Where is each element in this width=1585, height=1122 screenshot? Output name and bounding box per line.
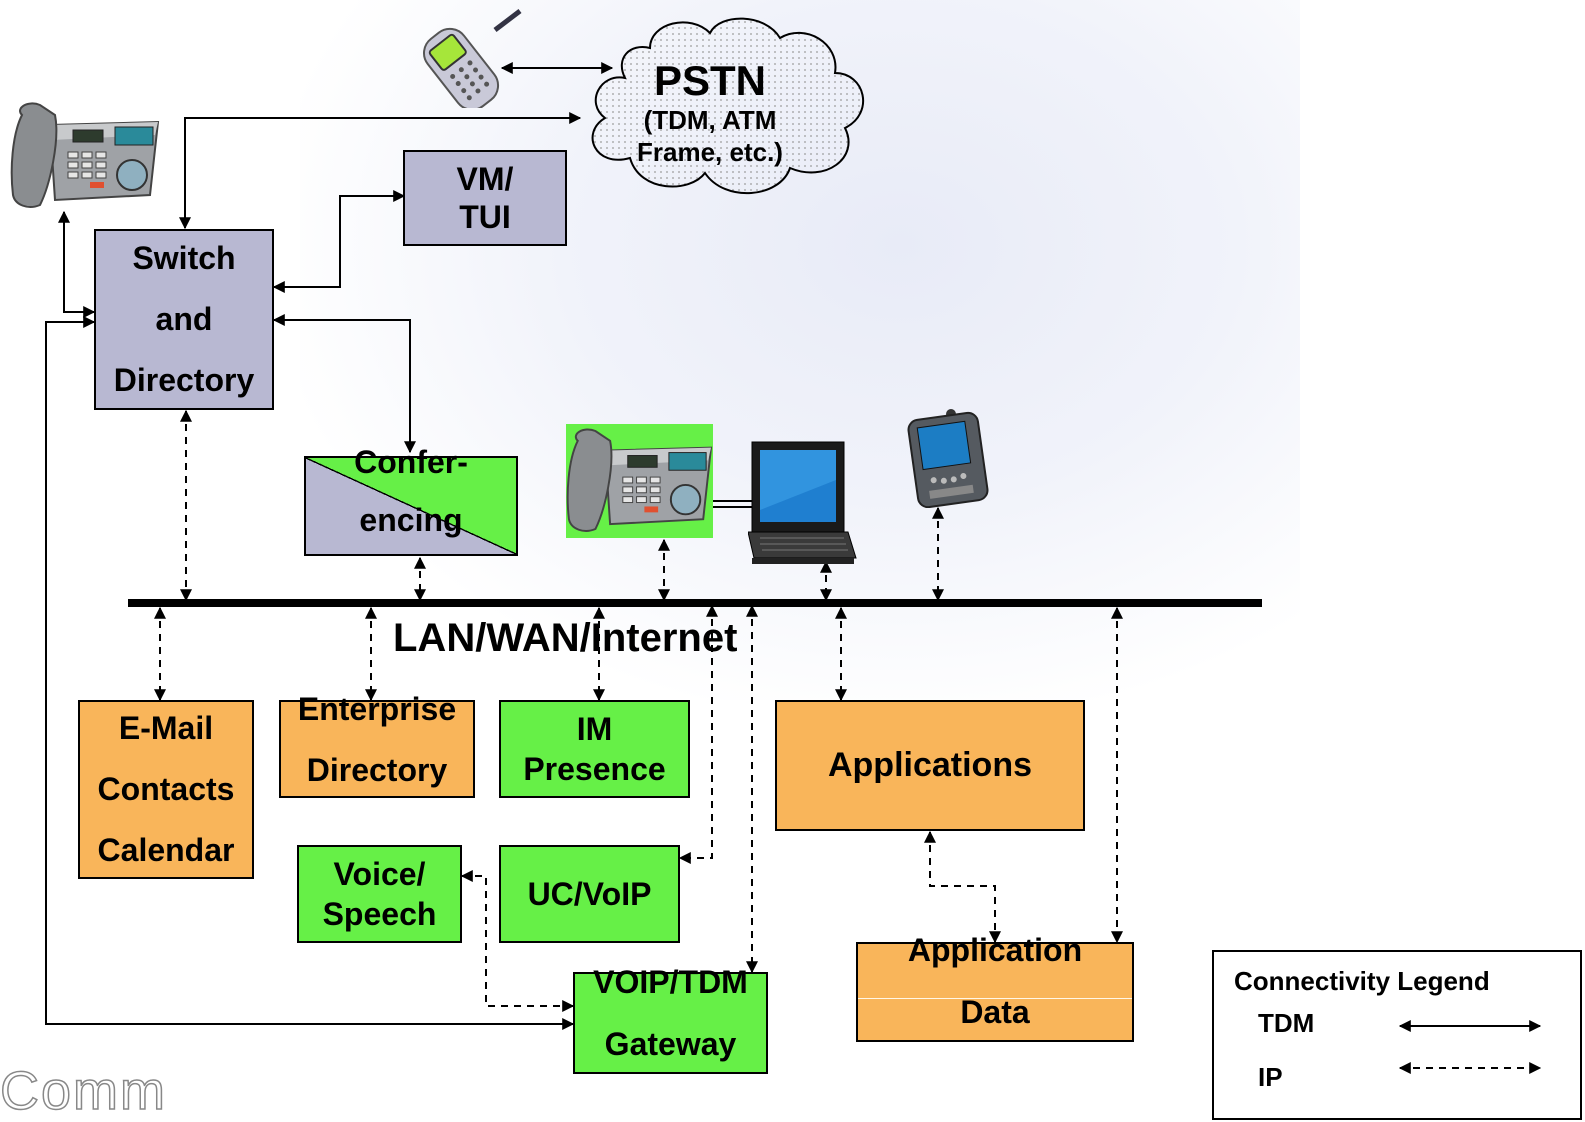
switch-line2: and (155, 301, 213, 337)
pstn-title: PSTN (653, 57, 766, 104)
phone-laptop-link (706, 500, 754, 508)
voice-line2: Speech (322, 896, 437, 932)
application-data-box[interactable]: Application Data (856, 932, 1134, 1042)
switch-directory-box[interactable]: Switch and Directory (94, 229, 274, 410)
appdata-line2: Data (960, 994, 1030, 1030)
tdm-switch-gateway (45, 316, 575, 1030)
legend-title: Connectivity Legend (1234, 966, 1490, 996)
vm-tui-box[interactable]: VM/ TUI (403, 150, 567, 246)
pda-icon (907, 409, 989, 508)
gateway-line1: VOIP/TDM (593, 964, 748, 1000)
tdm-switch-vm (272, 190, 406, 293)
tdm-desk-switch (58, 210, 96, 318)
enterprise-directory-box[interactable]: Enterprise Directory (279, 691, 475, 798)
im-line1: IM (576, 711, 613, 747)
enterprise-line2: Directory (306, 752, 448, 788)
im-presence-box[interactable]: IM Presence (499, 700, 690, 798)
connectivity-legend: Connectivity Legend TDM IP (1212, 950, 1582, 1120)
applications-box[interactable]: Applications (775, 700, 1085, 831)
email-contacts-calendar-box[interactable]: E-Mail Contacts Calendar (78, 700, 254, 879)
email-line2: Contacts (97, 771, 235, 807)
pstn-line2: Frame, etc.) (637, 137, 783, 167)
ucvoip-label: UC/VoIP (527, 875, 652, 912)
uc-voip-box[interactable]: UC/VoIP (499, 845, 680, 943)
appdata-line1: Application (907, 932, 1083, 968)
cell-phone-icon (422, 9, 522, 108)
email-line1: E-Mail (118, 710, 214, 746)
ip-desk-phone-icon (566, 428, 713, 532)
pstn-label: PSTN (TDM, ATM Frame, etc.) (600, 58, 820, 168)
applications-label: Applications (827, 746, 1033, 784)
voice-speech-box[interactable]: Voice/ Speech (297, 845, 462, 943)
tdm-switch-pstn (179, 112, 582, 230)
enterprise-line1: Enterprise (297, 691, 457, 727)
laptop-icon (748, 441, 857, 564)
email-line3: Calendar (97, 832, 235, 868)
legend-ip-label: IP (1258, 1062, 1283, 1092)
switch-line1: Switch (132, 240, 236, 276)
lan-wan-internet-label: LAN/WAN/Internet (393, 616, 738, 660)
gateway-line2: Gateway (604, 1026, 737, 1062)
conferencing-line1: Confer- (354, 444, 468, 480)
desk-phone-icon (10, 102, 160, 208)
ip-phone-panel (566, 424, 713, 538)
vm-tui-line1: VM/ (456, 161, 514, 197)
voice-line1: Voice/ (333, 856, 426, 892)
conferencing-line2: encing (359, 502, 463, 538)
pstn-line1: (TDM, ATM (643, 105, 777, 135)
conferencing-box[interactable]: Confer- encing (304, 444, 518, 556)
legend-line-samples (1398, 1020, 1542, 1074)
voip-tdm-gateway-box[interactable]: VOIP/TDM Gateway (573, 964, 768, 1074)
legend-tdm-label: TDM (1258, 1008, 1315, 1038)
comm-logo: Comm (0, 1060, 167, 1122)
application-data-divider (858, 998, 1132, 999)
switch-line3: Directory (113, 362, 255, 398)
vm-tui-line2: TUI (459, 199, 511, 235)
pstn-cloud-icon (591, 17, 864, 194)
im-line2: Presence (523, 751, 666, 787)
